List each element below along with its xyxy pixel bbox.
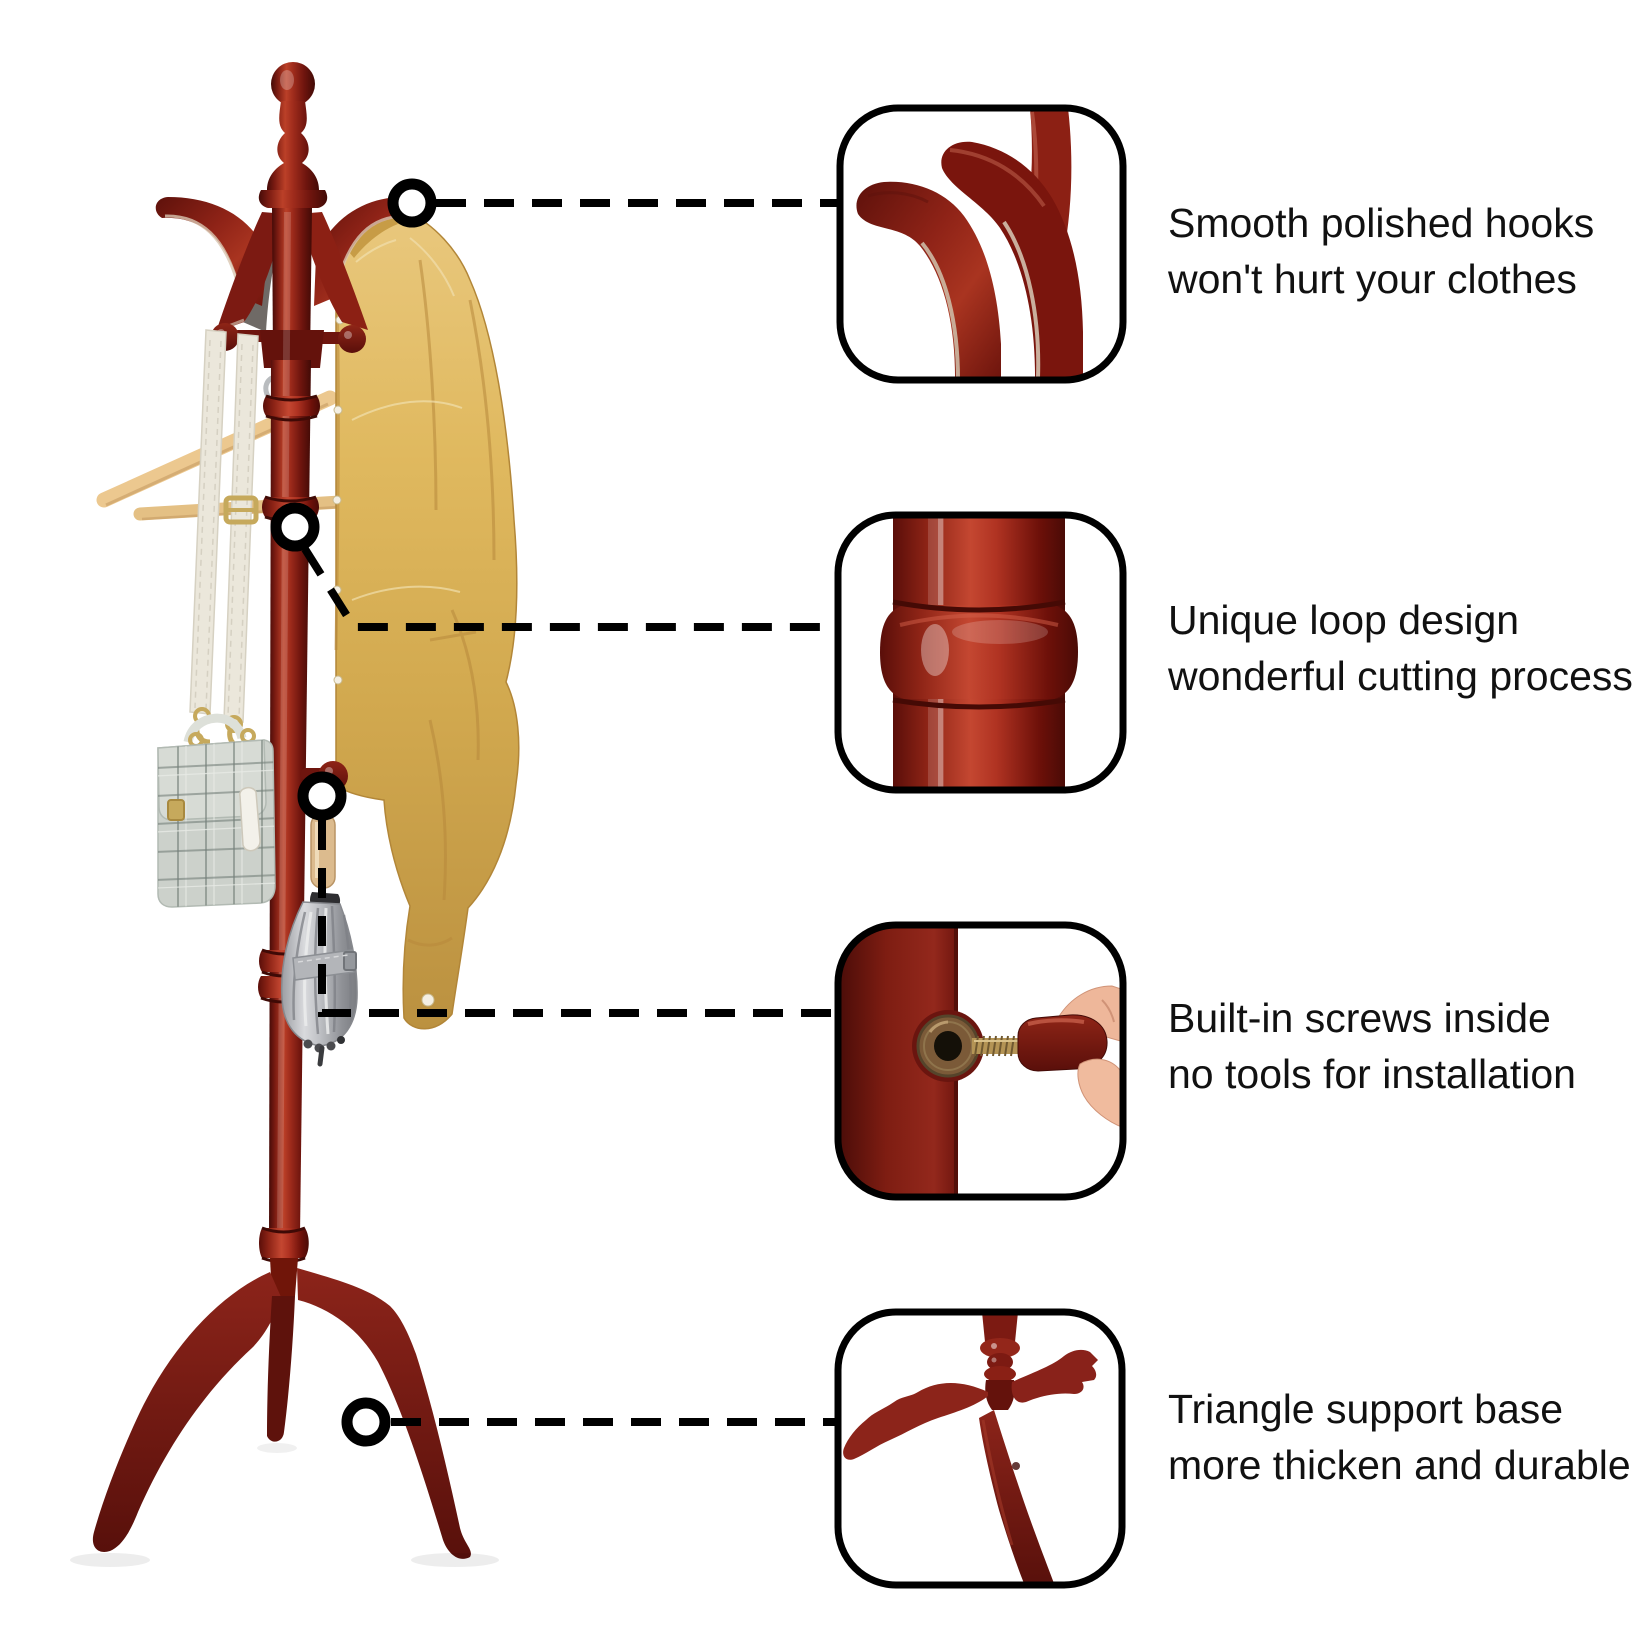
callout-screws-frame [834, 921, 1127, 1201]
connector-line-screws [318, 820, 840, 1017]
callout-screws-detail [838, 925, 1123, 1197]
bag-leather-tab [239, 786, 261, 852]
callout-base-detail [843, 1312, 1098, 1585]
feature-screws-line1: Built-in screws inside [1168, 995, 1551, 1041]
feature-text-base: Triangle support base more thicken and d… [1168, 1381, 1638, 1493]
jacket [332, 204, 520, 1030]
callout-hooks-detail [856, 108, 1083, 380]
feature-text-loop: Unique loop design wonderful cutting pro… [1168, 592, 1638, 704]
feature-screws-line2: no tools for installation [1168, 1051, 1576, 1097]
callout-base-frame [834, 1308, 1126, 1589]
base-leg-left [92, 1272, 281, 1552]
coat-stand [70, 62, 520, 1567]
marker-circle-hooks [387, 178, 437, 228]
base-leg-right [297, 1268, 471, 1559]
shoulder-strap [189, 329, 259, 749]
callout-loop-detail [880, 515, 1078, 790]
callout-base [834, 1308, 1126, 1589]
callout-markers [270, 178, 437, 1447]
detail-leg-front [979, 1410, 1055, 1585]
marker-circle-base [341, 1397, 391, 1447]
base-leg-front [267, 1296, 295, 1442]
tripod-base [70, 1226, 499, 1567]
callout-loop [834, 511, 1127, 794]
feature-base-line2: more thicken and durable [1168, 1442, 1631, 1488]
wooden-peg [1017, 1014, 1108, 1072]
callout-hooks [836, 104, 1127, 384]
feature-base-line1: Triangle support base [1168, 1386, 1564, 1432]
finial [258, 62, 328, 208]
detail-leg-right [1011, 1349, 1098, 1403]
callout-loop-frame [834, 511, 1127, 794]
marker-circle-loop [270, 502, 320, 552]
feature-loop-line1: Unique loop design [1168, 597, 1520, 643]
feature-hooks-line1: Smooth polished hooks [1168, 200, 1595, 246]
hook-marked [314, 196, 417, 306]
screw-icon [972, 1035, 1020, 1057]
detail-leg-left [843, 1383, 988, 1460]
hand-thumb [1077, 1058, 1123, 1129]
feature-text-hooks: Smooth polished hooks won't hurt your cl… [1168, 195, 1638, 307]
pole [258, 208, 348, 1236]
callout-connectors [301, 199, 840, 1426]
plaid-handbag [157, 713, 276, 908]
callout-screws [834, 921, 1127, 1201]
feature-hooks-line2: won't hurt your clothes [1168, 256, 1577, 302]
feature-text-screws: Built-in screws inside no tools for inst… [1168, 990, 1638, 1102]
marker-circle-screws [297, 771, 347, 821]
feature-loop-line2: wonderful cutting process [1168, 653, 1633, 699]
callout-hooks-frame [836, 104, 1127, 384]
